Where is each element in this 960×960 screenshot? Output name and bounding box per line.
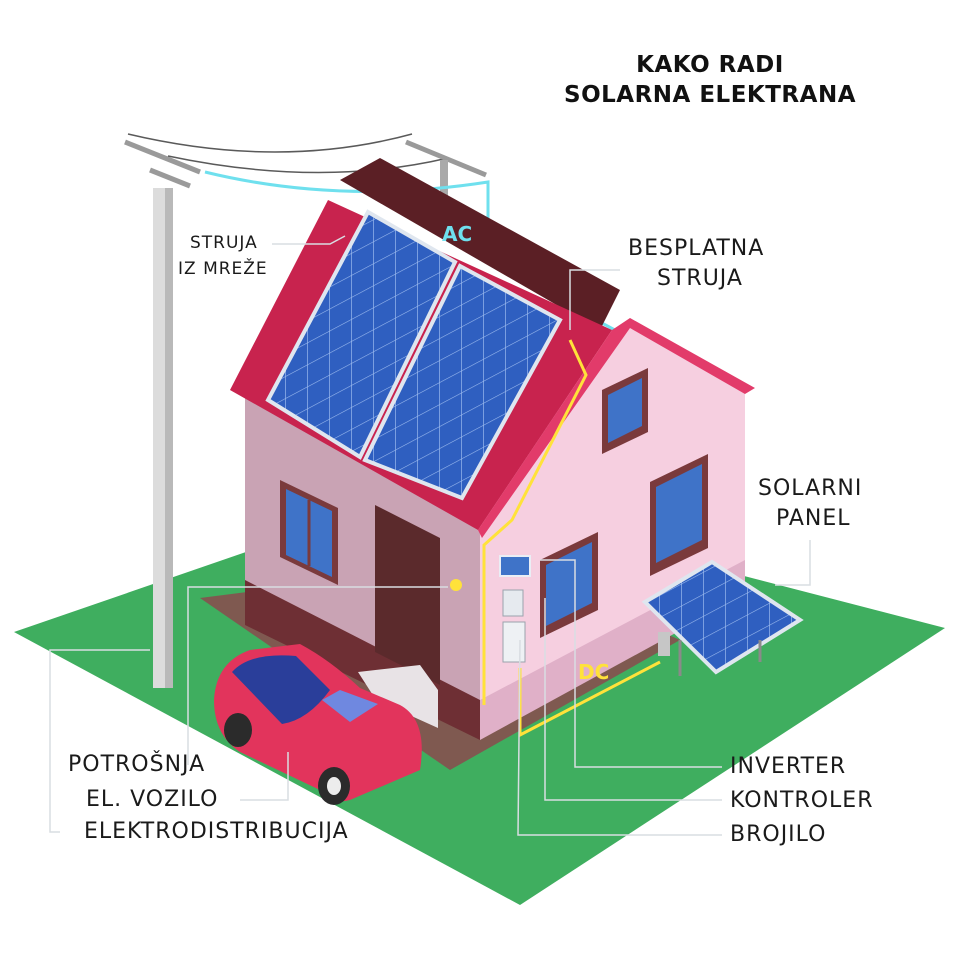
house xyxy=(230,158,755,740)
front-door xyxy=(375,505,440,685)
chimney-back-roof xyxy=(340,158,620,330)
grid-power-label: STRUJA xyxy=(190,230,258,256)
solar-panel-label-line-2: PANEL xyxy=(776,506,851,531)
grid-power-label-line-1: STRUJA xyxy=(190,233,258,253)
free-power-label-line-1: BESPLATNA xyxy=(628,236,765,261)
utility-pole xyxy=(124,139,201,688)
dc-tag: DC xyxy=(578,660,610,684)
controller-label: KONTROLER xyxy=(730,788,874,813)
window-right-lower xyxy=(540,532,598,638)
title-line-1: KAKO RADI xyxy=(636,52,784,78)
meter-label: BROJILO xyxy=(730,822,827,847)
ac-tag: AC xyxy=(442,222,473,246)
leader-lines xyxy=(49,235,811,836)
consumption-label: POTROŠNJA xyxy=(68,752,206,777)
ev-label: EL. VOZILO xyxy=(86,787,219,812)
window-left xyxy=(280,480,338,585)
page-title: KAKO RADI SOLARNA ELEKTRANA xyxy=(520,50,900,110)
window-gable-top xyxy=(602,368,648,454)
steps-block xyxy=(358,665,438,728)
solar-panel-label-line-1: SOLARNI xyxy=(758,476,863,501)
distribution-label: ELEKTRODISTRIBUCIJA xyxy=(84,819,349,844)
controller-device xyxy=(502,589,524,617)
window-right-upper xyxy=(650,454,708,576)
wall-lamp xyxy=(450,579,462,591)
roof-solar-panel-right xyxy=(362,263,563,501)
grid-power-label-line-2: IZ MREŽE xyxy=(178,259,268,279)
inverter-label: INVERTER xyxy=(730,754,847,779)
ground-solar-array xyxy=(641,559,804,676)
grid-power-label-2: IZ MREŽE xyxy=(178,256,268,282)
electric-car xyxy=(214,644,422,805)
free-power-label-line-2: STRUJA xyxy=(657,266,743,291)
title-line-2: SOLARNA ELEKTRANA xyxy=(564,82,856,108)
power-lines xyxy=(127,133,487,200)
roof-solar-panel-left xyxy=(265,209,458,460)
inverter-device xyxy=(499,555,531,577)
meter-device xyxy=(502,621,526,663)
